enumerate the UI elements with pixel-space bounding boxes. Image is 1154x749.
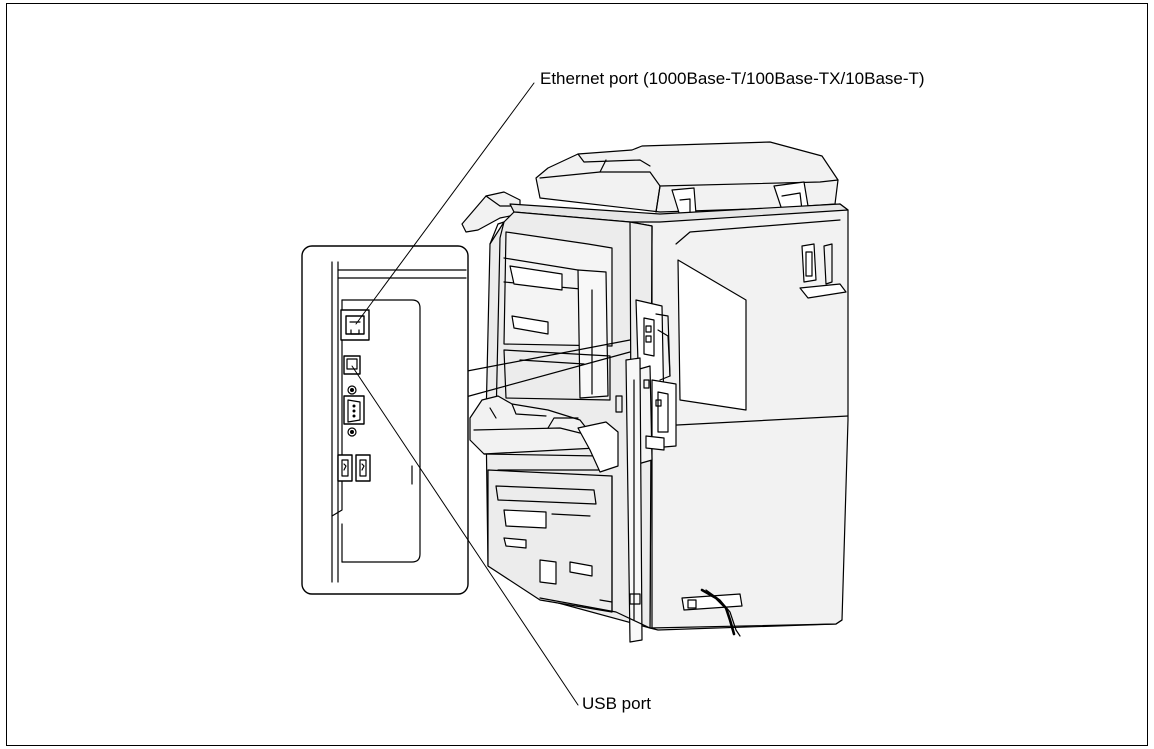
usb-host-ports-icon <box>337 454 371 482</box>
figure-frame <box>6 3 1148 746</box>
serial-port-icon <box>343 385 365 437</box>
ethernet-leader <box>355 82 535 325</box>
leader-lines <box>351 82 579 706</box>
document-feeder <box>535 141 839 217</box>
zoom-wedge <box>461 339 631 399</box>
lower-cabinet <box>487 469 613 613</box>
rear-interface-panel <box>615 299 677 643</box>
usb-port-icon <box>343 355 361 375</box>
usb-leader <box>351 365 579 706</box>
mfp-machine <box>461 141 849 643</box>
machine-base <box>539 588 843 637</box>
ethernet-jack-icon <box>340 309 370 341</box>
ethernet-port-label: Ethernet port (1000Base-T/100Base-TX/10B… <box>540 69 925 88</box>
usb-port-label: USB port <box>582 694 651 713</box>
finisher-left <box>487 221 613 421</box>
bypass-tray <box>469 395 619 473</box>
zoom-inset <box>301 245 469 595</box>
